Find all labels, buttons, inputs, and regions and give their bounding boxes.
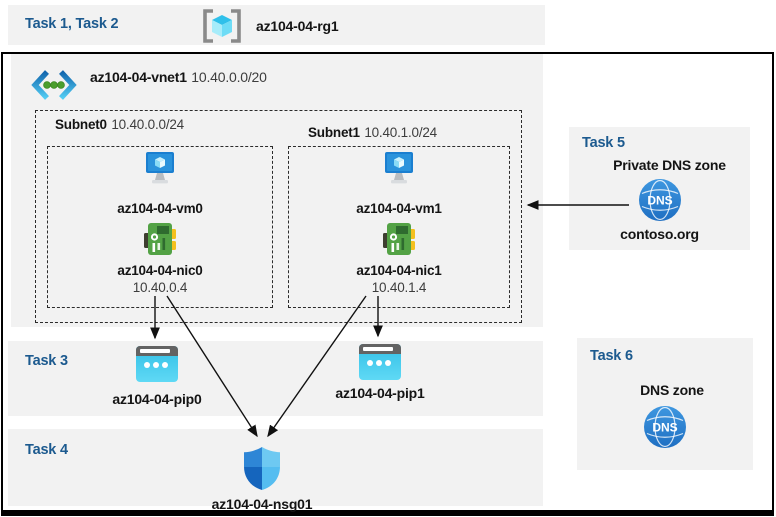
vm1-label: az104-04-vm1 xyxy=(356,201,442,216)
nic1-label: az104-04-nic1 xyxy=(356,263,442,278)
task-1-2-label: Task 1, Task 2 xyxy=(25,16,119,32)
private-dns-zone-name: contoso.org xyxy=(620,226,699,242)
private-dns-zone-title: Private DNS zone xyxy=(613,157,726,173)
dns-zone-title: DNS zone xyxy=(640,382,704,398)
nic0-label: az104-04-nic0 xyxy=(117,263,203,278)
resource-group-name: az104-04-rg1 xyxy=(256,18,339,34)
pip1-group: az104-04-pip1 xyxy=(318,343,442,401)
virtual-network-icon xyxy=(31,70,77,100)
resource-group-icon xyxy=(203,9,241,43)
task5-panel: Task 5 Private DNS zone DNS contoso.org xyxy=(569,127,750,250)
subnet0-content: az104-04-vm0 az104-04-nic0 10.40.0.4 xyxy=(47,150,273,295)
resource-group-band: Task 1, Task 2 az104-04-rg1 xyxy=(8,5,545,45)
task5-content: Private DNS zone DNS contoso.org xyxy=(569,127,750,242)
dns-zone-badge-text: DNS xyxy=(652,421,677,435)
nsg-shield-icon xyxy=(244,447,280,490)
vm0-label: az104-04-vm0 xyxy=(117,201,203,216)
task6-label: Task 6 xyxy=(590,348,633,364)
subnet0-name: Subnet0 xyxy=(55,117,107,132)
subnet1-content: az104-04-vm1 az104-04-nic1 10.40.1.4 xyxy=(288,150,510,295)
task3-band: Task 3 xyxy=(8,341,543,416)
private-dns-icon: DNS xyxy=(638,179,681,221)
subnet0-title: Subnet0 10.40.0.0/24 xyxy=(55,116,184,134)
pip0-label: az104-04-pip0 xyxy=(112,391,202,407)
vnet-title: az104-04-vnet1 10.40.0.0/20 xyxy=(90,69,267,87)
task6-content: DNS zone DNS xyxy=(577,338,753,449)
vnet-name: az104-04-vnet1 xyxy=(90,69,187,85)
pip1-icon xyxy=(359,344,401,380)
nsg-group: az104-04-nsg01 xyxy=(182,446,342,512)
task4-label: Task 4 xyxy=(25,442,68,458)
dns-zone-icon: DNS xyxy=(644,406,686,448)
subnet1-name: Subnet1 xyxy=(308,125,360,140)
subnet0-cidr: 10.40.0.0/24 xyxy=(111,117,184,132)
nic1-icon xyxy=(383,223,415,255)
subnet1-cidr: 10.40.1.0/24 xyxy=(364,125,437,140)
task6-panel: Task 6 DNS zone DNS xyxy=(577,338,753,470)
pip0-icon xyxy=(136,346,178,382)
vm1-icon xyxy=(385,152,413,184)
vnet-container: az104-04-vnet1 10.40.0.0/20 xyxy=(11,54,543,327)
nsg-label: az104-04-nsg01 xyxy=(211,496,313,512)
vnet-cidr: 10.40.0.0/20 xyxy=(191,69,267,85)
subnet1-title: Subnet1 10.40.1.0/24 xyxy=(308,124,437,142)
nic0-ip: 10.40.0.4 xyxy=(132,280,188,295)
pip0-group: az104-04-pip0 xyxy=(95,345,219,407)
pip1-label: az104-04-pip1 xyxy=(335,385,425,401)
nic1-ip: 10.40.1.4 xyxy=(371,280,427,295)
nic0-icon xyxy=(144,223,176,255)
task5-label: Task 5 xyxy=(582,135,625,151)
private-dns-badge-text: DNS xyxy=(647,194,672,208)
subnet1-dashed-box xyxy=(288,146,510,308)
vm0-icon xyxy=(146,152,174,184)
task3-label: Task 3 xyxy=(25,353,68,369)
subnet0-dashed-box xyxy=(47,146,273,308)
